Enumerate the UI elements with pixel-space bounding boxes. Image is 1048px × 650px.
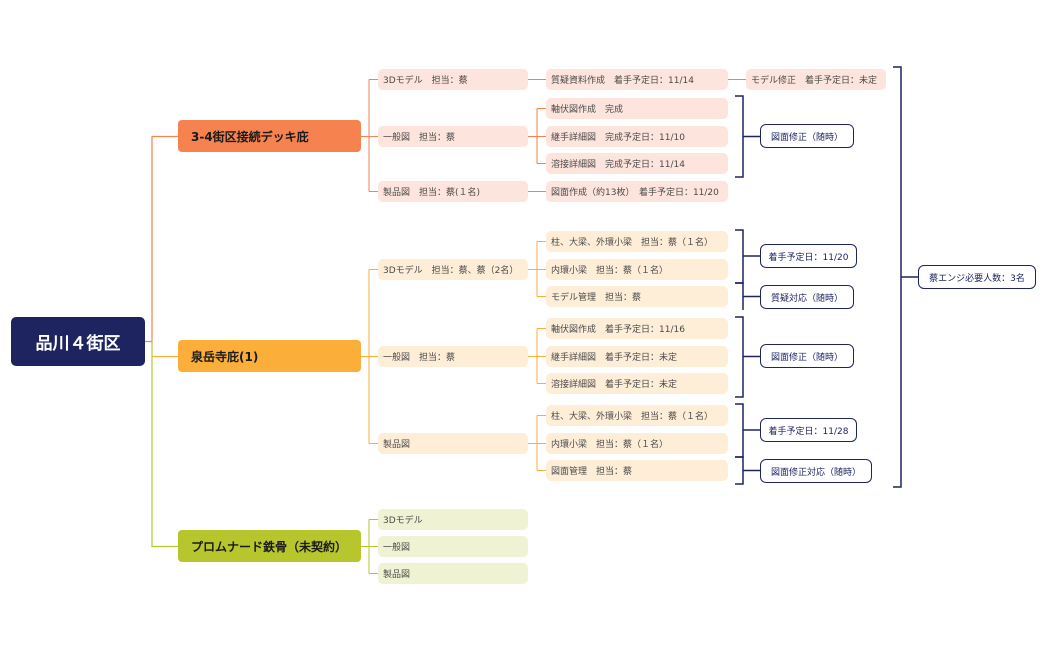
b0-model-node[interactable]: 3Dモデル 担当：蔡 [378, 69, 528, 90]
b1-product-fix-node[interactable]: 図面修正対応（随時） [760, 459, 872, 483]
b0-general-task-1[interactable]: 軸伏図作成 完成 [546, 98, 728, 119]
b2-general-node[interactable]: 一般図 [378, 536, 528, 557]
branch-promenade-steel[interactable]: プロムナード鉄骨（未契約） [178, 530, 361, 562]
b1-general-node[interactable]: 一般図 担当：蔡 [378, 346, 528, 367]
summary-node[interactable]: 蔡エンジ必要人数：3名 [918, 265, 1036, 289]
b1-model-start-node[interactable]: 着手予定日：11/20 [760, 244, 857, 268]
b0-model-task[interactable]: 質疑資料作成 着手予定日：11/14 [546, 69, 728, 90]
b1-product-node[interactable]: 製品図 [378, 433, 528, 454]
b1-product-start-node[interactable]: 着手予定日：11/28 [760, 418, 857, 442]
branch-deck-canopy[interactable]: 3-4街区接続デッキ庇 [178, 120, 361, 152]
b1-general-task-2[interactable]: 継手詳細図 着手予定日：未定 [546, 346, 728, 367]
b1-product-task-3[interactable]: 図面管理 担当：蔡 [546, 460, 728, 481]
b0-product-node[interactable]: 製品図 担当：蔡(１名) [378, 181, 528, 202]
b1-general-task-3[interactable]: 溶接詳細図 着手予定日：未定 [546, 373, 728, 394]
b0-general-task-3[interactable]: 溶接詳細図 完成予定日：11/14 [546, 153, 728, 174]
b0-model-fix-node[interactable]: モデル修正 着手予定日：未定 [746, 69, 886, 90]
b0-drawing-fix-node[interactable]: 図面修正（随時） [760, 124, 854, 148]
b1-model-task-3[interactable]: モデル管理 担当：蔡 [546, 286, 728, 307]
b1-model-node[interactable]: 3Dモデル 担当：蔡、蔡（2名） [378, 259, 528, 280]
b1-general-task-1[interactable]: 軸伏図作成 着手予定日：11/16 [546, 318, 728, 339]
b1-product-task-2[interactable]: 内環小梁 担当：蔡（１名） [546, 433, 728, 454]
b2-product-node[interactable]: 製品図 [378, 563, 528, 584]
b0-general-node[interactable]: 一般図 担当：蔡 [378, 126, 528, 147]
b1-product-task-1[interactable]: 柱、大梁、外環小梁 担当：蔡（１名） [546, 405, 728, 426]
b1-model-qa-node[interactable]: 質疑対応（随時） [760, 285, 854, 309]
branch-sengakuji-canopy[interactable]: 泉岳寺庇(1) [178, 340, 361, 372]
root-node[interactable]: 品川４街区 [11, 317, 145, 366]
b0-general-task-2[interactable]: 継手詳細図 完成予定日：11/10 [546, 126, 728, 147]
b1-drawing-fix-node[interactable]: 図面修正（随時） [760, 344, 854, 368]
b1-model-task-2[interactable]: 内環小梁 担当：蔡（１名） [546, 259, 728, 280]
b2-model-node[interactable]: 3Dモデル [378, 509, 528, 530]
b0-product-task[interactable]: 図面作成（約13枚） 着手予定日：11/20 [546, 181, 728, 202]
b1-model-task-1[interactable]: 柱、大梁、外環小梁 担当：蔡（１名） [546, 231, 728, 252]
